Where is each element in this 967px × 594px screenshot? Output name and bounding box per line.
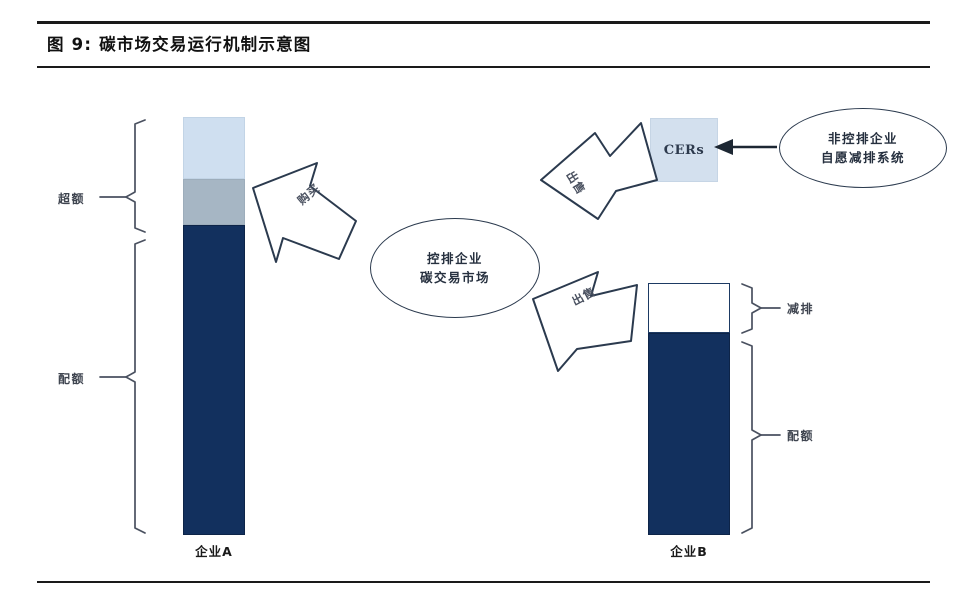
cers-label: CERs: [663, 142, 705, 158]
voluntary-ellipse-line2: 自愿减排系统: [820, 150, 905, 165]
top-divider-rule: [37, 21, 930, 24]
enterprise-b-caption: 企业B: [670, 544, 708, 559]
arrow-buy-to-enterprise-a: [252, 162, 357, 263]
cers-box: CERs: [650, 118, 718, 182]
enterprise-a-excess-label: 超额: [58, 192, 86, 206]
arrow-voluntary-to-cers: [714, 139, 777, 155]
carbon-trading-market-ellipse: 控排企业 碳交易市场: [370, 218, 540, 318]
enterprise-a-quota-label: 配额: [58, 372, 86, 386]
enterprise-a-quota-segment: [183, 225, 245, 535]
bottom-divider-rule: [37, 581, 930, 583]
market-ellipse-line1: 控排企业: [426, 250, 483, 266]
enterprise-b-quota-label: 配额: [787, 429, 815, 443]
enterprise-a-excess-upper-segment: [183, 117, 245, 179]
enterprise-a-excess-lower-segment: [183, 179, 245, 225]
enterprise-b-reduction-label: 减排: [787, 302, 815, 316]
enterprise-a-caption: 企业A: [195, 544, 233, 559]
brace-a-quota: [125, 239, 146, 534]
arrow-sell-cers-label: 出售: [563, 168, 589, 198]
brace-b-reduction: [741, 283, 762, 334]
enterprise-b-quota-segment: [648, 333, 730, 535]
title-underline-rule: [37, 66, 930, 68]
arrow-sell-enterprise-b-label: 出售: [569, 284, 599, 309]
arrow-buy-label: 购买: [294, 180, 323, 208]
brace-a-excess: [125, 119, 146, 233]
voluntary-reduction-system-ellipse: 非控排企业 自愿减排系统: [779, 108, 947, 188]
market-ellipse-line2: 碳交易市场: [419, 270, 490, 285]
arrow-sell-from-cers: [540, 122, 658, 220]
voluntary-ellipse-line1: 非控排企业: [827, 130, 898, 146]
figure-title: 图 9: 碳市场交易运行机制示意图: [47, 35, 312, 54]
enterprise-b-reduction-segment: [648, 283, 730, 333]
brace-b-quota: [741, 341, 762, 534]
